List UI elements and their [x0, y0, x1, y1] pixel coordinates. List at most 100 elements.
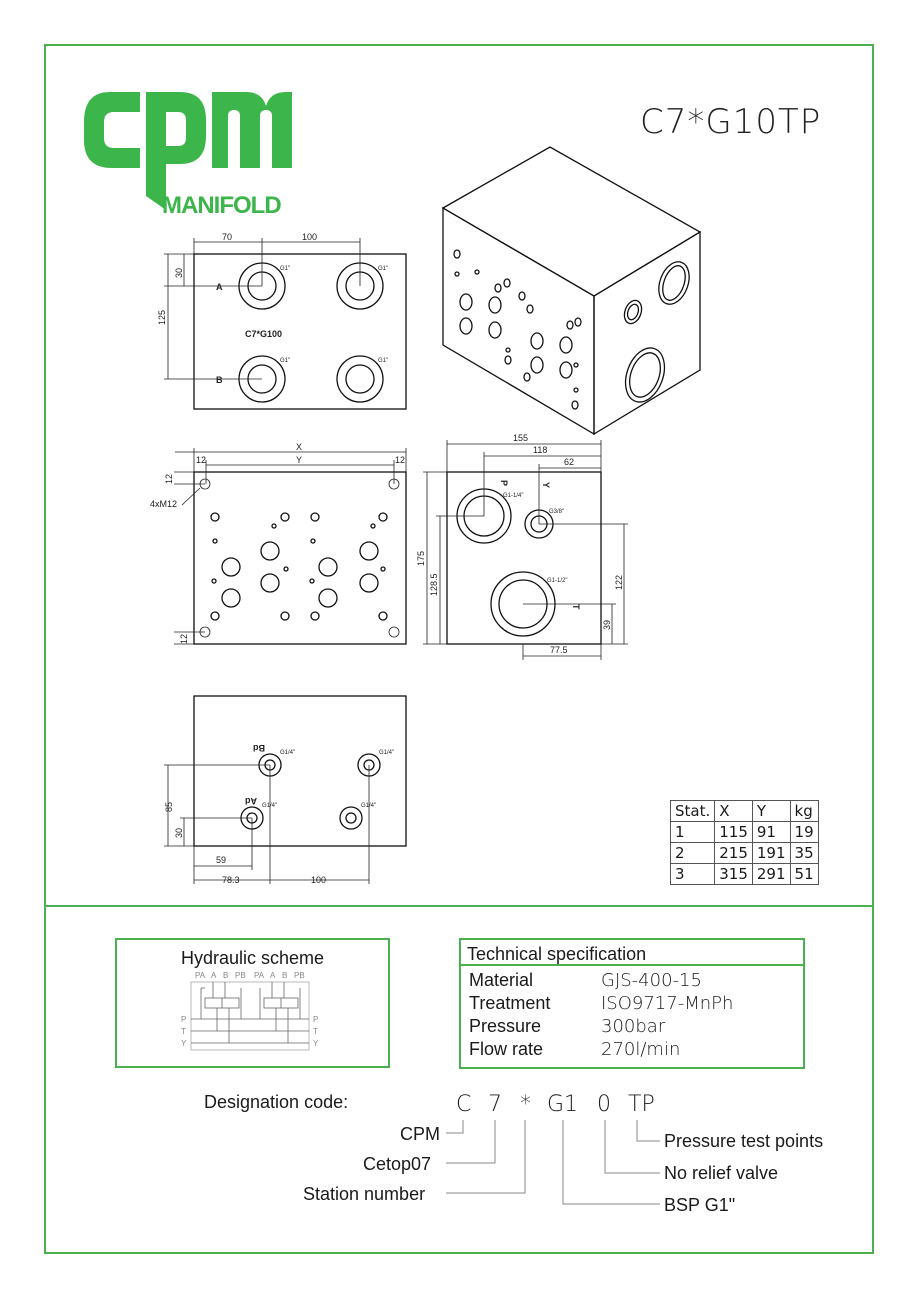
scheme-label: T	[313, 1027, 318, 1036]
spec-value-flow-rate: 270l/min	[601, 1039, 681, 1060]
code-0: 0	[597, 1092, 611, 1117]
thread-label: G1/4"	[361, 803, 376, 809]
dim-100: 100	[311, 875, 326, 885]
thread-label: G1/4"	[379, 750, 394, 756]
code-tp: TP	[628, 1092, 655, 1117]
scheme-label: P	[313, 1015, 318, 1024]
scheme-label: PA	[195, 971, 206, 980]
side-view: 155 118 62 175 128.5 122 39 77.5 P Y T G…	[416, 433, 628, 660]
port-label-ad: Ad	[245, 796, 257, 806]
thread-label: G1"	[280, 266, 290, 272]
port-label-t: T	[571, 604, 581, 610]
code-c: C	[456, 1092, 472, 1117]
table-cell: 91	[751, 821, 791, 843]
dim-y: Y	[296, 455, 302, 465]
code-7: 7	[488, 1092, 502, 1117]
spec-label-treatment: Treatment	[469, 993, 551, 1013]
thread-label: G1-1/2"	[547, 578, 567, 584]
thread-label: G1"	[378, 266, 388, 272]
dim-12: 12	[164, 474, 174, 484]
table-cell: 315	[714, 863, 753, 885]
dim-12: 12	[395, 455, 405, 465]
table-cell: 3	[669, 863, 716, 885]
tech-spec-divider	[461, 964, 803, 966]
table-cell: 35	[789, 842, 819, 864]
dim-125: 125	[157, 310, 167, 325]
table-header: kg	[789, 800, 819, 822]
scheme-label: PB	[294, 971, 305, 980]
table-cell: 2	[669, 842, 716, 864]
front-view: X Y 12 12 12 12 4xM12	[150, 442, 407, 645]
dim-85: 85	[164, 802, 174, 812]
hydraulic-scheme-title: Hydraulic scheme	[180, 948, 325, 968]
thread-label: G1/4"	[262, 803, 277, 809]
scheme-label: B	[282, 971, 287, 980]
dim-59: 59	[216, 855, 226, 865]
spec-label-material: Material	[469, 970, 534, 990]
dim-12: 12	[196, 455, 206, 465]
port-label-p: P	[499, 480, 509, 486]
code-star: *	[520, 1092, 531, 1117]
top-view: C7*G100 G1" G1" G1" G1" A B 70 100 30 12…	[157, 232, 407, 410]
table-row: 1 115 91 19	[669, 821, 819, 843]
thread-label: G1"	[280, 358, 290, 364]
designation-label: Designation code:	[204, 1092, 349, 1112]
dim-x: X	[296, 442, 302, 452]
port-label-b: B	[216, 375, 223, 385]
isometric-view	[441, 146, 702, 436]
port-label-y: Y	[541, 482, 551, 488]
scheme-label: A	[270, 971, 276, 980]
spec-label-pressure: Pressure	[469, 1016, 542, 1036]
legend-cpm: CPM	[400, 1124, 440, 1144]
table-header: X	[714, 800, 753, 822]
station-table: Stat. X Y kg 1 115 91 19 2 215 191 35 3 …	[669, 800, 819, 885]
table-cell: 291	[751, 863, 791, 885]
dim-78-3: 78.3	[222, 875, 240, 885]
dim-62: 62	[564, 457, 574, 467]
scheme-label: A	[211, 971, 217, 980]
legend-station: Station number	[303, 1184, 426, 1204]
table-cell: 215	[714, 842, 753, 864]
dim-39: 39	[602, 620, 612, 630]
scheme-label: PA	[254, 971, 265, 980]
scheme-label: Y	[313, 1039, 319, 1048]
scheme-label: Y	[181, 1039, 187, 1048]
table-cell: 115	[714, 821, 753, 843]
thread-label: G1"	[378, 358, 388, 364]
tech-spec-box: Technical specification Material GJS-400…	[459, 938, 805, 1069]
dim-12: 12	[179, 634, 189, 644]
table-cell: 191	[751, 842, 791, 864]
dim-118: 118	[533, 445, 547, 455]
scheme-label: B	[223, 971, 228, 980]
dim-30: 30	[174, 828, 184, 838]
dim-100: 100	[302, 232, 317, 242]
scheme-label: P	[181, 1015, 186, 1024]
port-label-bd: Bd	[253, 743, 265, 753]
dim-175: 175	[416, 551, 426, 566]
table-header: Stat.	[669, 800, 716, 822]
thread-label: G1-1/4"	[503, 493, 523, 499]
dim-30: 30	[174, 268, 184, 278]
table-row: 3 315 291 51	[669, 863, 819, 885]
hydraulic-scheme-box: Hydraulic scheme PA A B PB PA A B PB P T…	[115, 938, 390, 1068]
dim-155: 155	[513, 433, 528, 443]
spec-value-pressure: 300bar	[601, 1016, 666, 1037]
dim-128-5: 128.5	[429, 573, 439, 596]
port-label-a: A	[216, 282, 223, 292]
legend-cetop: Cetop07	[363, 1154, 432, 1174]
hydraulic-scheme-diagram: PA A B PB PA A B PB P T Y P T Y	[181, 971, 319, 1051]
spec-value-treatment: ISO9717-MnPh	[601, 993, 734, 1014]
table-cell: 51	[789, 863, 819, 885]
table-header: Y	[751, 800, 791, 822]
page-title: C7*G10TP	[640, 102, 822, 142]
thread-label: G3/8"	[549, 509, 564, 515]
legend-bsp: BSP G1"	[664, 1195, 736, 1215]
drawing-frame	[44, 44, 874, 1254]
dim-122: 122	[614, 575, 624, 590]
spec-label-flow-rate: Flow rate	[469, 1039, 544, 1059]
bolt-note: 4xM12	[150, 499, 177, 509]
legend-relief: No relief valve	[664, 1163, 779, 1183]
top-view-label: C7*G100	[245, 329, 282, 339]
table-cell: 1	[669, 821, 716, 843]
